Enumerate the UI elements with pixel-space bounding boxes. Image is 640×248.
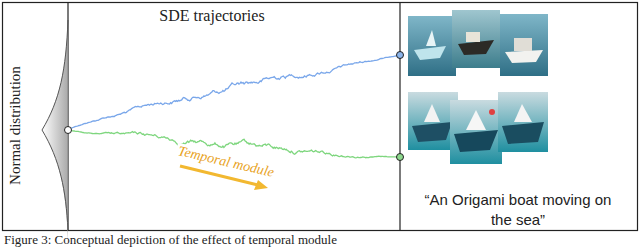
prompt-text: “An Origami boat moving on the sea” — [418, 190, 618, 231]
trajectory-point — [397, 154, 404, 161]
module-label: Temporal module — [175, 143, 278, 182]
panel-title: SDE trajectories — [159, 7, 264, 25]
boat-images-top — [408, 10, 548, 76]
axis-label: Normal distribution — [7, 66, 24, 185]
arrow-head — [254, 180, 268, 190]
figure-caption: Figure 3: Conceptual depiction of the ef… — [4, 232, 337, 248]
boat-images-bottom — [408, 92, 548, 164]
trajectory-line — [68, 130, 400, 158]
frame — [3, 3, 638, 231]
gaussian-outline — [42, 20, 68, 230]
divider — [399, 3, 400, 231]
sde-trajectories — [65, 52, 404, 161]
trajectory-point — [397, 52, 404, 59]
trajectory-line — [68, 55, 400, 130]
trajectory-point — [65, 127, 72, 134]
